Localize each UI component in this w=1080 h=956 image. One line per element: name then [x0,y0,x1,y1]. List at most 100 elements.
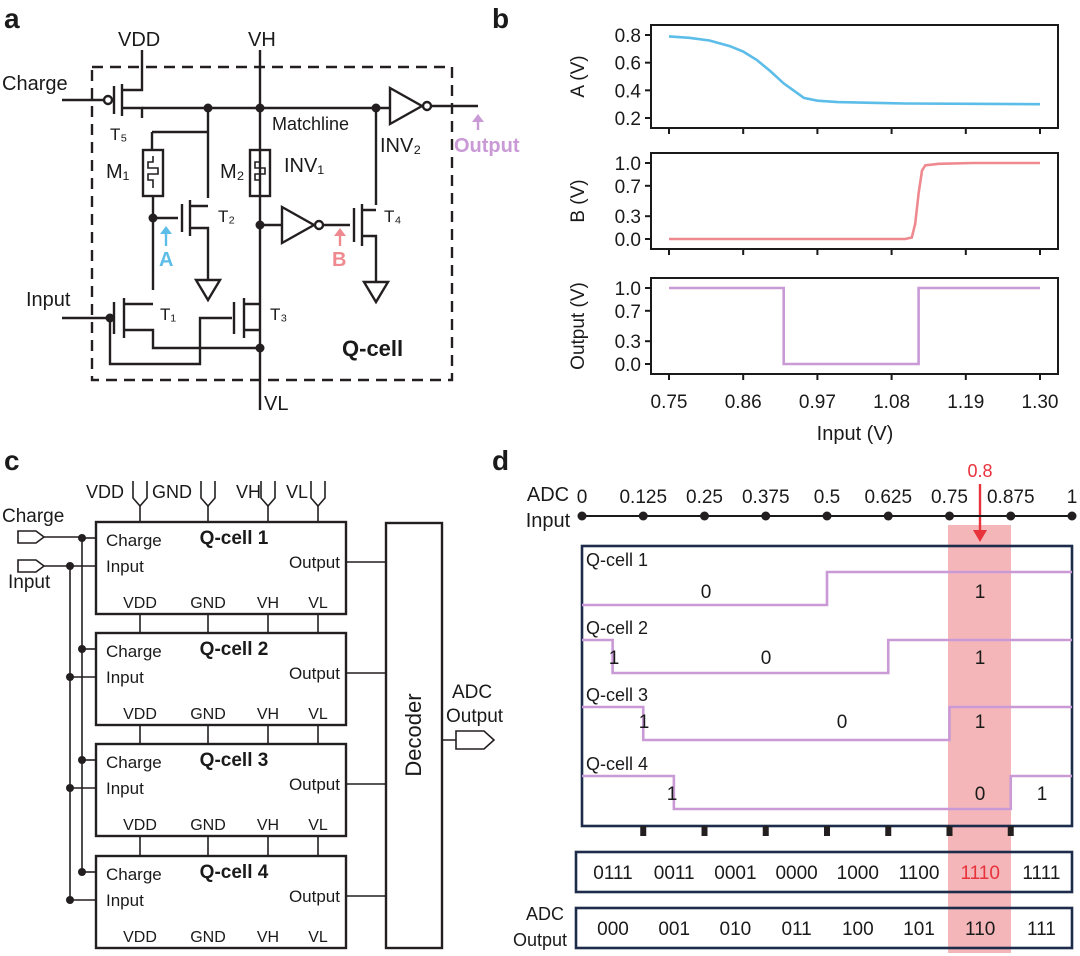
axis-tick-dot [1067,511,1077,521]
power-pin [132,481,148,508]
t4-ground [361,280,391,305]
qcell-row-label: Q-cell 4 [586,754,648,774]
inv1-label: INV₁ [284,155,324,177]
bit-value-label: 1 [975,648,986,669]
adc-output-label-1: ADC [452,682,492,703]
block-vh-label: VH [257,817,279,834]
t3-gate-wire [108,316,232,366]
adc-output-connector [442,730,496,750]
m1-filament [147,156,159,188]
y-tick-label: 1.0 [615,279,641,300]
t4-label: T₄ [384,207,401,226]
y-tick-label: 0.4 [615,81,642,102]
axis-tick-dot [822,511,832,521]
adc-output-label-1: ADC [526,904,564,924]
junction-dot [78,645,86,653]
series-line [668,35,1041,106]
axis-tick-dot [883,511,893,521]
x-tick-label: 1.19 [947,392,984,413]
marker-value: 0.8 [967,461,992,481]
plot-frame [650,24,1059,129]
adc-output-code: 101 [903,919,935,940]
axis-tick-label: 0.125 [619,487,667,508]
junction-dot [66,562,74,570]
junction-dot [255,343,265,353]
plot-frame [650,152,1059,250]
y-tick-label: 0.3 [615,332,641,353]
arrow-b-head [334,228,346,236]
panel-d-label: d [492,445,509,476]
panel-a-label: a [4,3,20,34]
junction-dot [105,313,115,323]
junction-dot [148,213,158,223]
arrow-output-head [472,114,484,122]
top-vdd-label: VDD [86,482,124,502]
qcell-code: 0111 [593,863,632,884]
axis-tick-dot [761,511,771,521]
junction-dot [371,103,381,113]
bit-value-label: 1 [639,712,650,733]
axis-tick-label: 1 [1067,487,1078,508]
t2-transistor [180,200,210,280]
panel-b-plots: b Input (V) 0.80.60.40.2A (V)1.00.70.30.… [492,3,1059,445]
qcell-boundary [90,65,454,382]
boundary-marker [824,826,830,836]
y-tick-label: 1.0 [615,154,641,175]
input-pin-label: Input [106,891,144,910]
left-input-label: Input [8,572,51,593]
y-axis-label: Output (V) [568,282,589,370]
y-axis-label: B (V) [568,179,589,222]
axis-tick-label: 0.5 [814,487,840,508]
x-axis-label: Input (V) [817,423,894,445]
bit-value-label: 1 [609,648,620,669]
qcell-block-title: Q-cell 4 [200,862,269,883]
block-vh-label: VH [257,929,279,946]
panel-c-adc-architecture: c VDD GND VH VL Charge Input ADC Output … [2,445,504,950]
m2-filament [254,156,266,188]
t5-transistor [112,50,144,118]
qcell-code: 1100 [899,863,940,884]
axis-tick-dot [577,511,587,521]
series-line [669,161,1040,241]
block-vl-label: VL [308,817,328,834]
block-vl-label: VL [308,595,328,612]
decoder-block [384,521,444,950]
qcell-row-label: Q-cell 3 [586,685,648,705]
charge-pin-label: Charge [106,865,162,884]
block-gnd-label: GND [190,817,226,834]
junction-dot [78,868,86,876]
output-pin-label: Output [289,775,340,794]
axis-tick-label: 0.375 [742,487,790,508]
input-label: Input [26,289,71,311]
block-gnd-label: GND [190,595,226,612]
qcell-block [94,742,348,838]
top-gnd-label: GND [152,482,192,502]
adc-input-label-2: Input [526,510,571,532]
bit-value-label: 1 [975,582,986,603]
qcell-block-title: Q-cell 2 [200,639,269,660]
qcell-code: 1000 [837,863,879,884]
node-a-label: A [159,249,173,271]
m2-memristor [248,148,272,198]
input-pin-label: Input [106,668,144,687]
qcell-block [94,520,348,616]
block-vdd-label: VDD [123,817,157,834]
qcell-block-title: Q-cell 1 [200,528,269,549]
output-pin-label: Output [289,553,340,572]
block-gnd-label: GND [190,929,226,946]
t5-label: T₅ [110,125,127,144]
y-tick-label: 0.7 [615,302,641,323]
output-node-label: Output [454,135,520,157]
bit-value-label: 0 [837,712,848,733]
qcell-row-label: Q-cell 2 [586,618,648,638]
input-pin-label: Input [106,779,144,798]
series-line [669,286,1040,366]
qcell-waveform [582,638,1072,675]
arrow-a-head [160,226,172,234]
m2-label: M₂ [220,161,244,183]
y-tick-label: 0.8 [615,26,641,47]
vl-label: VL [264,393,288,415]
y-axis-label: A (V) [568,55,589,97]
panel-c-label: c [4,445,20,476]
